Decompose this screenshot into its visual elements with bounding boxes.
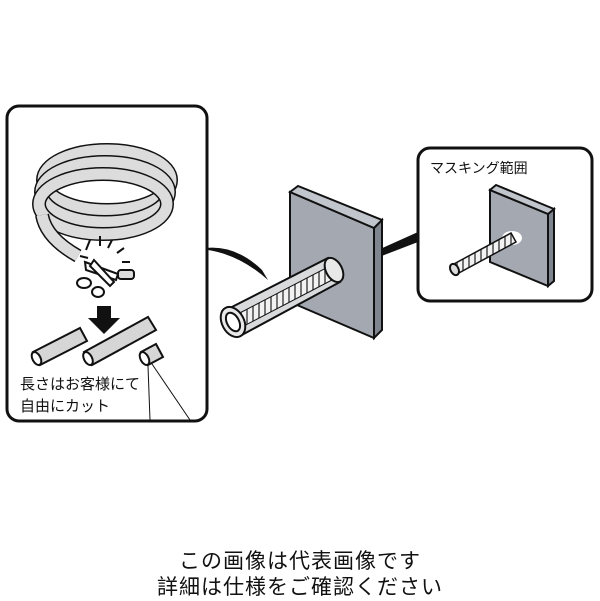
threaded-stud-icon xyxy=(448,183,556,289)
diagram-illustration xyxy=(5,104,594,423)
cut-label-line2: 自由にカット xyxy=(20,397,111,415)
masking-range-label: マスキング範囲 xyxy=(430,161,528,177)
masked-tube xyxy=(219,256,345,339)
arrow-down-icon xyxy=(88,306,120,334)
specification-note: 詳細は仕様をご確認ください xyxy=(157,575,443,599)
cut-instruction-label: 長さはお客様にて 自由にカット xyxy=(20,373,140,417)
label-pointer xyxy=(147,363,191,421)
cut-label-line1: 長さはお客様にて xyxy=(20,375,141,393)
representative-image-note: この画像は代表画像です xyxy=(179,549,421,573)
tube-piece-icon xyxy=(30,315,165,367)
tube-coil-icon xyxy=(32,143,178,263)
callout-wedge-left xyxy=(206,247,268,280)
scissors-icon xyxy=(76,236,135,298)
